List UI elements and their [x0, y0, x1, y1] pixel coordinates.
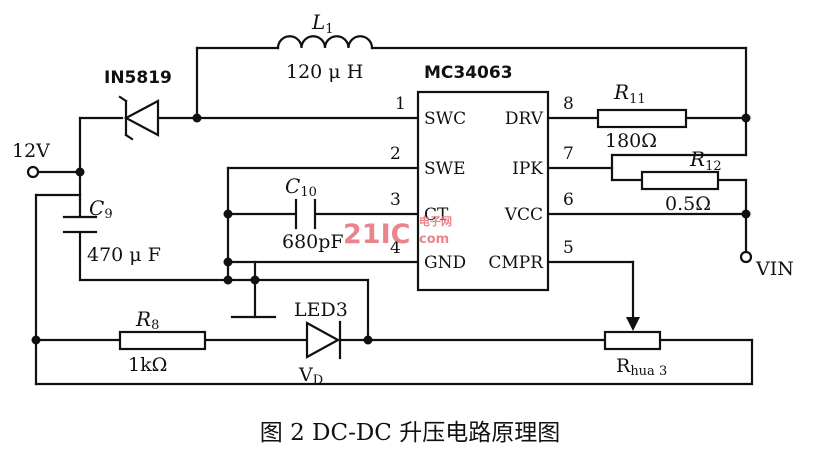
junction-dot: [31, 335, 41, 345]
inductor-l1: L1 120 μ H: [276, 10, 374, 83]
watermark-site-top: 电子网: [419, 214, 452, 228]
capacitor-c9-label: C9: [89, 196, 113, 222]
capacitor-c9-value: 470 μ F: [87, 244, 161, 266]
junction-dot: [223, 257, 233, 267]
vin-label: VIN: [755, 258, 794, 280]
junction-dot: [192, 113, 202, 123]
terminal-circle: [739, 250, 753, 264]
resistor-r11: R11 180Ω: [596, 80, 688, 152]
junction-dot: [223, 275, 233, 285]
capacitor-c10-label: C10: [285, 174, 317, 200]
input-terminal-12v: 12V: [12, 140, 50, 179]
pin-number-1: 1: [395, 94, 406, 114]
led-d3: LED3 VD: [294, 299, 348, 388]
junction-dot: [741, 113, 751, 123]
pot-label: Rhua 3: [616, 355, 667, 379]
watermark: 21IC 电子网 com: [343, 214, 452, 250]
pin-number-2: 2: [390, 144, 401, 164]
diode-in5819: IN5819: [104, 68, 172, 141]
junction-dot: [250, 275, 260, 285]
junction-dot: [223, 209, 233, 219]
pin-number-8: 8: [563, 94, 574, 114]
pin-number-5: 5: [563, 238, 574, 258]
resistor-r11-value: 180Ω: [605, 130, 657, 152]
pin-label-swe: SWE: [424, 159, 466, 179]
pin-label-ipk: IPK: [512, 159, 543, 179]
ic-body: [416, 90, 550, 292]
resistor-r8-label: R8: [135, 307, 159, 333]
junction-dot: [741, 209, 751, 219]
watermark-site-bottom: com: [419, 232, 449, 247]
resistor-r12: R12 0.5Ω: [640, 147, 722, 215]
resistor-r12-value: 0.5Ω: [665, 193, 711, 215]
figure-caption: 图 2 DC-DC 升压电路原理图: [260, 420, 560, 446]
junction-dots: [31, 113, 751, 345]
pin-number-4: 4: [390, 238, 401, 258]
pot-wiper-arrow: [626, 317, 640, 331]
pin-number-3: 3: [390, 190, 401, 210]
pin-label-cmpr: CMPR: [488, 253, 544, 273]
terminal-circle: [26, 165, 40, 179]
potentiometer-rhua3: Rhua 3: [603, 317, 667, 379]
inductor-value: 120 μ H: [286, 61, 363, 83]
pin-label-vcc: VCC: [504, 205, 543, 225]
resistor-r8-value: 1kΩ: [128, 354, 167, 376]
watermark-brand: 21IC: [343, 219, 410, 250]
inductor-label: L1: [311, 10, 334, 37]
resistor-r12-label: R12: [689, 147, 722, 174]
pin-label-swc: SWC: [424, 109, 466, 129]
led-label: LED3: [294, 299, 348, 321]
pin-number-6: 6: [563, 190, 574, 210]
resistor-r11-label: R11: [613, 80, 646, 107]
resistor-r8: R8 1kΩ: [118, 307, 207, 376]
ic-name: MC34063: [424, 63, 513, 83]
led-ref-label: VD: [298, 364, 323, 388]
vin-terminal: VIN: [739, 250, 794, 280]
capacitor-c10-value: 680pF: [282, 231, 344, 253]
pin-label-gnd: GND: [424, 253, 466, 273]
capacitor-c9: C9 470 μ F: [62, 196, 161, 266]
diode-label: IN5819: [104, 68, 172, 88]
pin-label-ct: CT: [424, 205, 449, 225]
input-label: 12V: [12, 140, 50, 162]
junction-dot: [363, 335, 373, 345]
pin-number-7: 7: [563, 144, 574, 164]
ic-mc34063: MC34063 SWC SWE CT GND DRV IPK VCC CMPR …: [390, 63, 574, 292]
junction-dot: [75, 167, 85, 177]
capacitor-c10: C10 680pF: [282, 174, 344, 253]
pin-label-drv: DRV: [505, 109, 544, 129]
